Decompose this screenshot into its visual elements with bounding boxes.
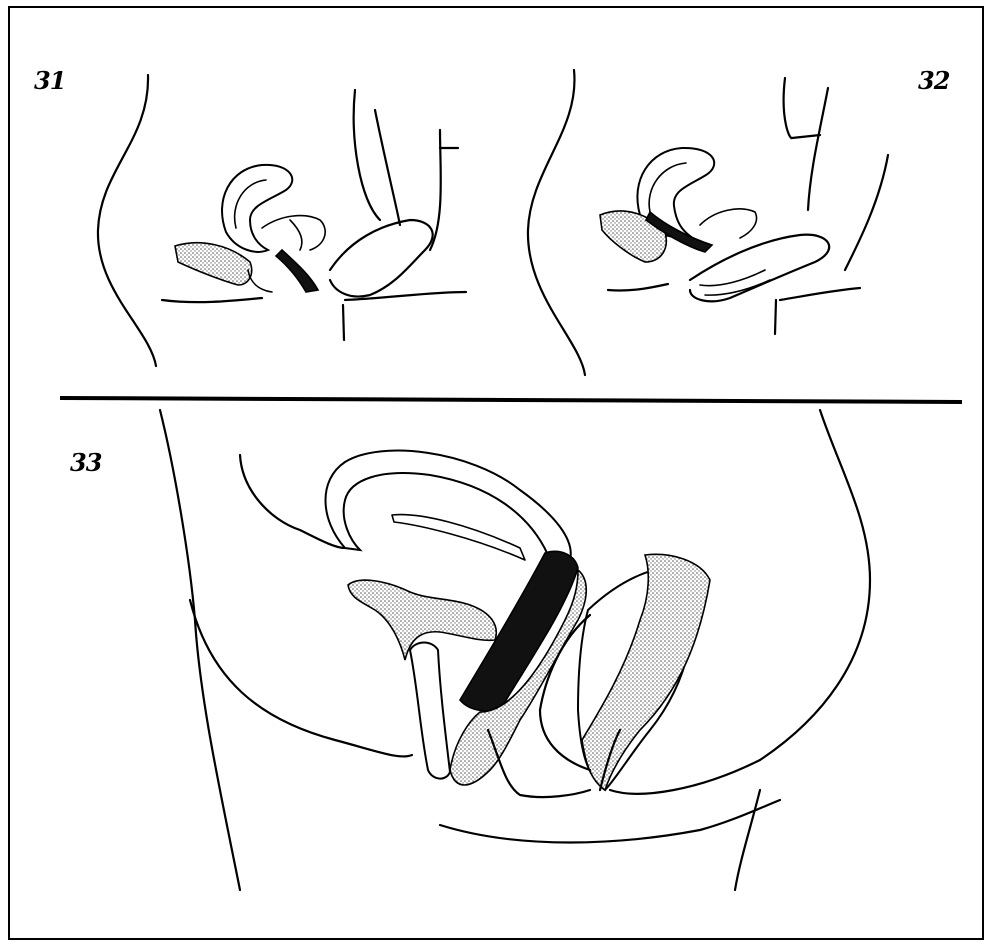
fig31-uterus — [222, 165, 292, 252]
fig31-bladder — [175, 243, 252, 285]
fig33-front-outline — [160, 410, 240, 890]
figure-32-drawing — [528, 70, 888, 375]
panel-divider — [60, 398, 962, 402]
fig31-canal — [276, 250, 318, 292]
fig31-thigh-line — [354, 90, 380, 220]
fig33-back-outline — [760, 410, 870, 760]
fig31-hand — [330, 220, 433, 297]
fig33-uterine-cavity — [392, 515, 525, 560]
figure-33-drawing — [160, 410, 870, 890]
fig33-uterus — [325, 451, 570, 560]
fig31-back-outline — [98, 75, 156, 366]
fig32-back-outline — [528, 70, 585, 375]
fig33-urethra — [410, 643, 450, 779]
figure-31-drawing — [98, 75, 466, 366]
